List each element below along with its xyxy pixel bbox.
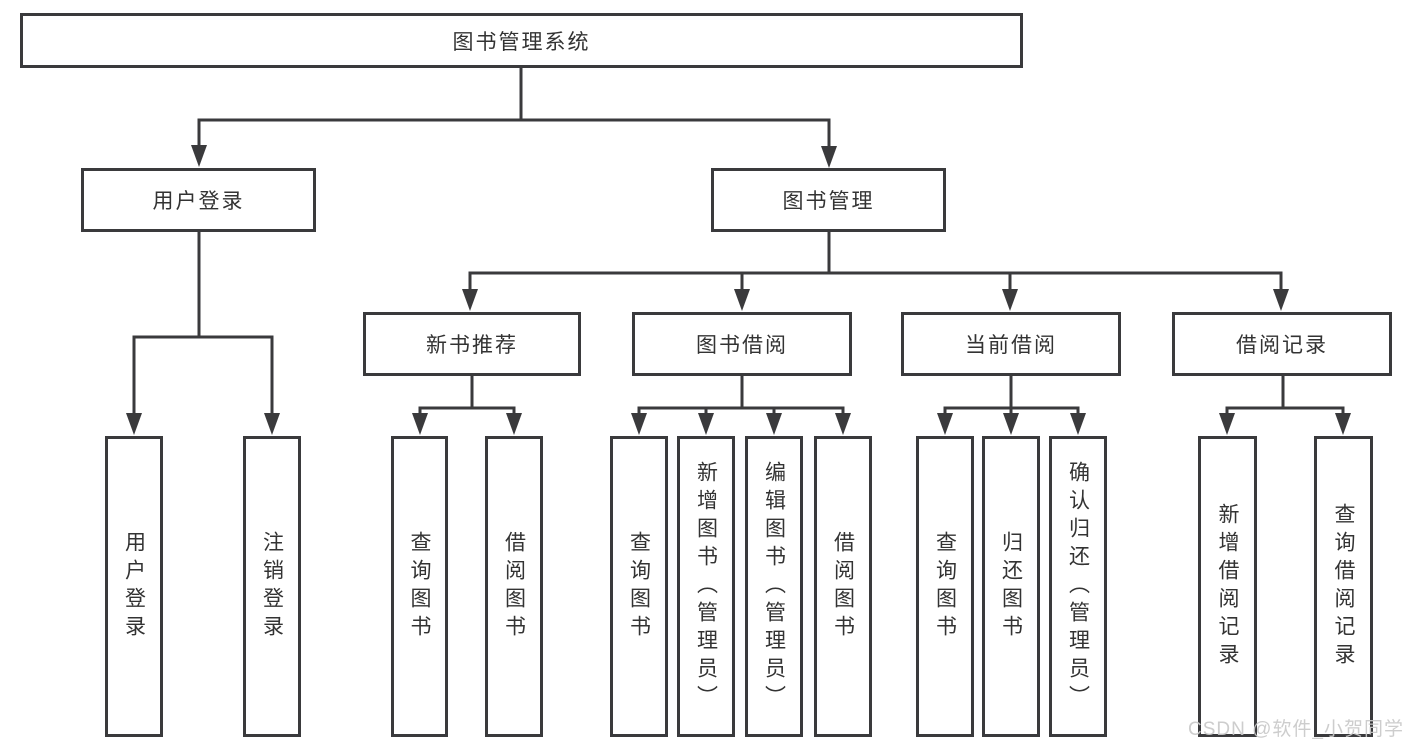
leaf-add-borrow-record-label: 新增借阅记录 [1216, 502, 1239, 671]
arrowhead [126, 413, 142, 435]
leaf-query-books-borrow-label: 查询图书 [627, 530, 651, 643]
arrowhead [766, 413, 782, 435]
arrowhead [631, 413, 647, 435]
node-root: 图书管理系统 [20, 13, 1023, 68]
leaf-add-books-admin-label: 新增图书（管理员） [694, 460, 718, 713]
arrowhead [835, 413, 851, 435]
arrowhead [1002, 289, 1018, 311]
leaf-borrow-books-recommend-label: 借阅图书 [502, 530, 526, 643]
arrowhead [506, 413, 522, 435]
connector-current-borrow [943, 374, 1080, 419]
arrowhead [698, 413, 714, 435]
leaf-query-borrow-record-label: 查询借阅记录 [1332, 502, 1355, 671]
connector-new-book [418, 374, 516, 419]
leaf-return-books-label: 归还图书 [999, 530, 1023, 643]
connector-borrow-records [1225, 374, 1345, 419]
arrowhead [1070, 413, 1086, 435]
arrowhead [412, 413, 428, 435]
arrowhead [821, 146, 837, 168]
node-book-management: 图书管理 [711, 168, 946, 232]
arrowhead [937, 413, 953, 435]
arrowhead [191, 145, 207, 167]
connector-user-login [132, 230, 274, 419]
leaf-logout: 注销登录 [243, 436, 301, 737]
leaf-borrow-books-label: 借阅图书 [831, 530, 855, 643]
leaf-edit-books-admin: 编辑图书（管理员） [745, 436, 803, 737]
leaf-query-books-current: 查询图书 [916, 436, 974, 737]
leaf-query-books-recommend: 查询图书 [391, 436, 448, 737]
arrowhead [1335, 413, 1351, 435]
node-new-book-recommend: 新书推荐 [363, 312, 581, 376]
node-new-book-recommend-label: 新书推荐 [426, 334, 518, 357]
connector-root-stem [197, 66, 831, 152]
leaf-query-borrow-record: 查询借阅记录 [1314, 436, 1373, 737]
arrowhead [1219, 413, 1235, 435]
arrowheads [126, 145, 1351, 435]
arrowhead [462, 289, 478, 311]
node-root-label: 图书管理系统 [452, 30, 591, 54]
leaf-query-books-borrow: 查询图书 [610, 436, 668, 737]
leaf-edit-books-admin-label: 编辑图书（管理员） [762, 460, 786, 713]
node-current-borrow-label: 当前借阅 [965, 334, 1057, 357]
node-book-borrow: 图书借阅 [632, 312, 852, 376]
connector-book-management [468, 231, 1283, 295]
node-borrow-records-label: 借阅记录 [1236, 334, 1328, 357]
leaf-add-borrow-record: 新增借阅记录 [1198, 436, 1257, 737]
arrowhead [1273, 289, 1289, 311]
leaf-user-login-label: 用户登录 [122, 530, 146, 643]
leaf-query-books-recommend-label: 查询图书 [408, 530, 431, 643]
leaf-confirm-return-admin: 确认归还（管理员） [1049, 436, 1107, 737]
connector-book-borrow [637, 374, 845, 419]
node-user-login: 用户登录 [81, 168, 316, 232]
leaf-confirm-return-admin-label: 确认归还（管理员） [1066, 460, 1090, 713]
leaf-query-books-current-label: 查询图书 [933, 530, 957, 643]
leaf-add-books-admin: 新增图书（管理员） [677, 436, 735, 737]
node-book-management-label: 图书管理 [782, 190, 875, 213]
arrowhead [734, 289, 750, 311]
watermark: CSDN @软件_小贺同学 [1188, 719, 1404, 740]
arrowhead [1003, 413, 1019, 435]
node-borrow-records: 借阅记录 [1172, 312, 1392, 376]
node-user-login-label: 用户登录 [152, 190, 245, 213]
node-book-borrow-label: 图书借阅 [696, 334, 788, 357]
leaf-borrow-books-recommend: 借阅图书 [485, 436, 543, 737]
leaf-return-books: 归还图书 [982, 436, 1040, 737]
leaf-borrow-books: 借阅图书 [814, 436, 872, 737]
leaf-user-login: 用户登录 [105, 436, 163, 737]
leaf-logout-label: 注销登录 [260, 530, 284, 643]
arrowhead [264, 413, 280, 435]
node-current-borrow: 当前借阅 [901, 312, 1121, 376]
